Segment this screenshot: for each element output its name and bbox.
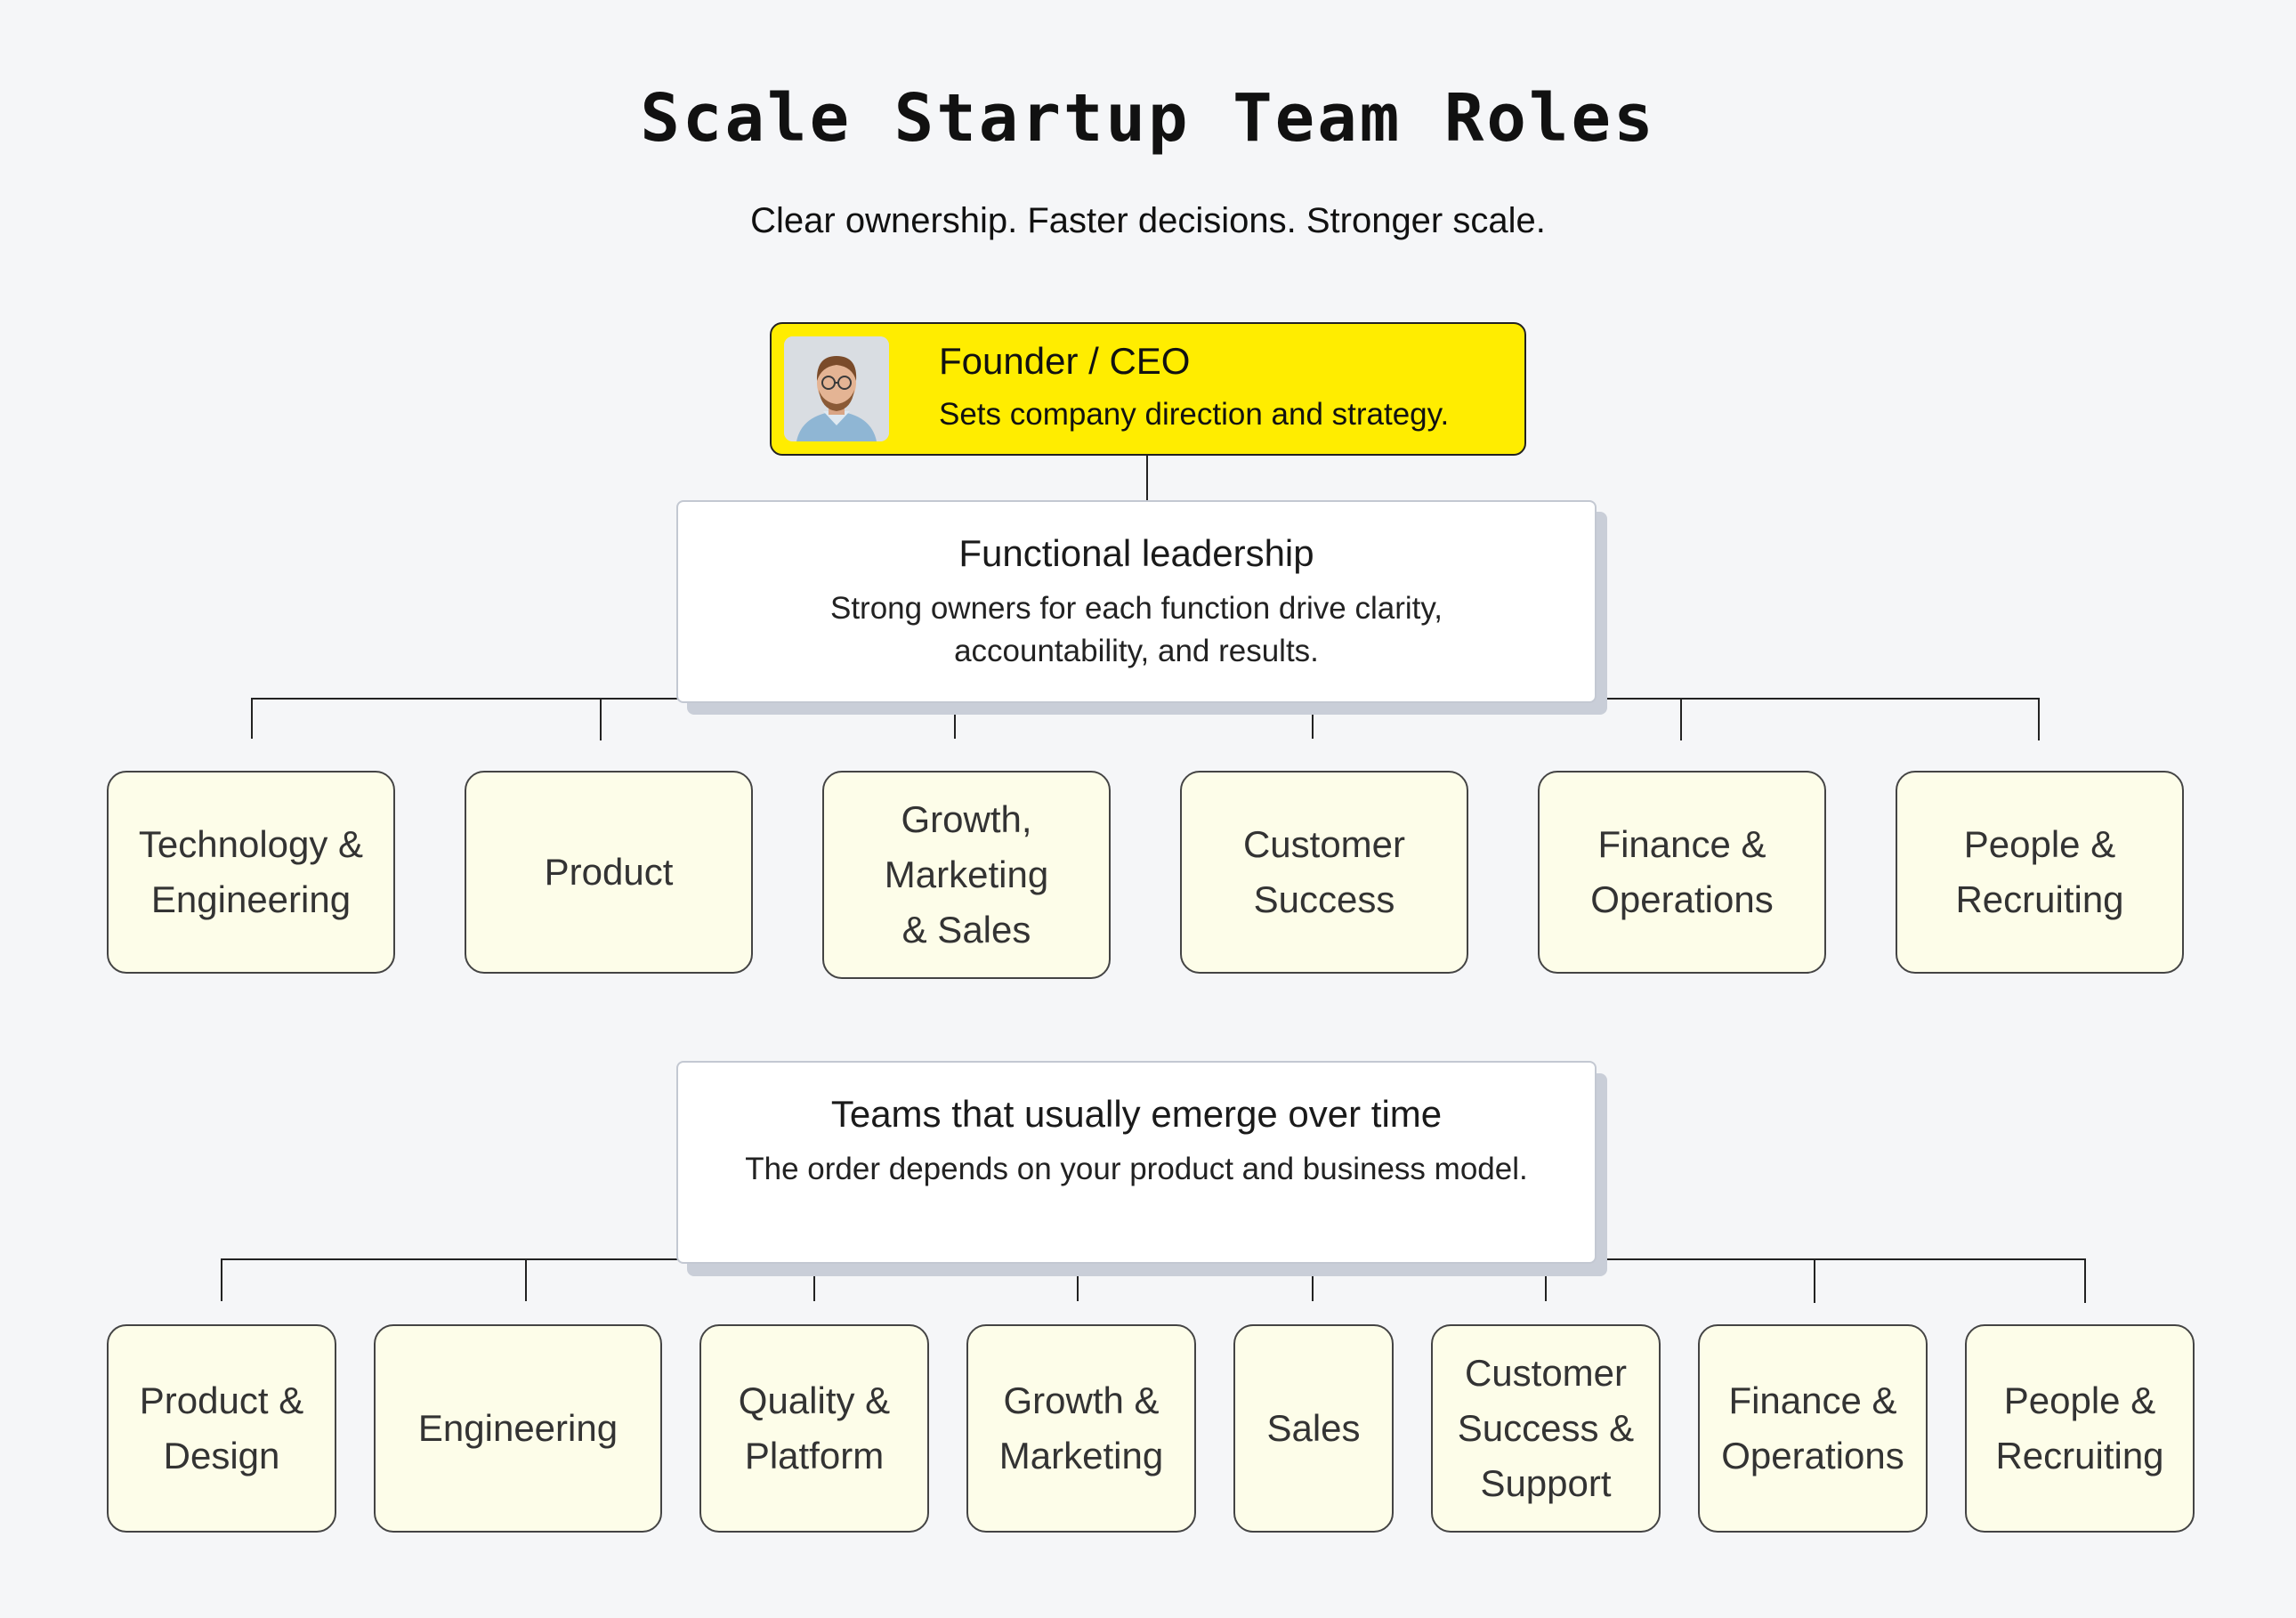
connector-line [1312,698,1314,739]
team-card: Product & Design [107,1324,336,1533]
function-card: Growth, Marketing & Sales [822,771,1111,979]
connector-line [1146,456,1148,501]
connector-line [1312,1258,1314,1301]
emerging-panel: Teams that usually emerge over time The … [676,1061,1597,1264]
ceo-card: Founder / CEO Sets company direction and… [770,322,1526,456]
function-card: Technology & Engineering [107,771,395,974]
connector-line [1680,698,1682,740]
connector-line [1545,1258,1547,1301]
ceo-name: Founder / CEO [939,340,1191,382]
connector-line [525,1258,527,1301]
ceo-description: Sets company direction and strategy. [939,397,1450,432]
connector-line [2038,698,2040,740]
team-card: Finance & Operations [1698,1324,1928,1533]
connector-line [1077,1258,1079,1301]
ceo-avatar [784,336,889,441]
team-card: Engineering [374,1324,662,1533]
connector-line [221,1258,222,1301]
team-card: Customer Success & Support [1431,1324,1661,1533]
connector-line [954,698,956,739]
team-card: Quality & Platform [699,1324,929,1533]
connector-line [600,698,602,740]
connector-line [2084,1258,2086,1303]
connector-line [813,1258,815,1301]
leadership-description: Strong owners for each function drive cl… [829,591,1443,668]
connector-line [1814,1258,1815,1303]
team-card: People & Recruiting [1965,1324,2195,1533]
leadership-title: Functional leadership [958,532,1314,574]
page-title: Scale Startup Team Roles [640,80,1656,157]
team-card: Growth & Marketing [966,1324,1196,1533]
page-subtitle: Clear ownership. Faster decisions. Stron… [750,201,1546,240]
emerging-description: The order depends on your product and bu… [745,1152,1528,1186]
emerging-title: Teams that usually emerge over time [830,1093,1443,1135]
function-card: Finance & Operations [1538,771,1826,974]
team-card: Sales [1233,1324,1394,1533]
person-avatar-icon [784,336,889,441]
function-card: Product [465,771,753,974]
function-card: Customer Success [1180,771,1468,974]
connector-line [251,698,253,739]
leadership-panel: Functional leadership Strong owners for … [676,500,1597,703]
function-card: People & Recruiting [1896,771,2184,974]
